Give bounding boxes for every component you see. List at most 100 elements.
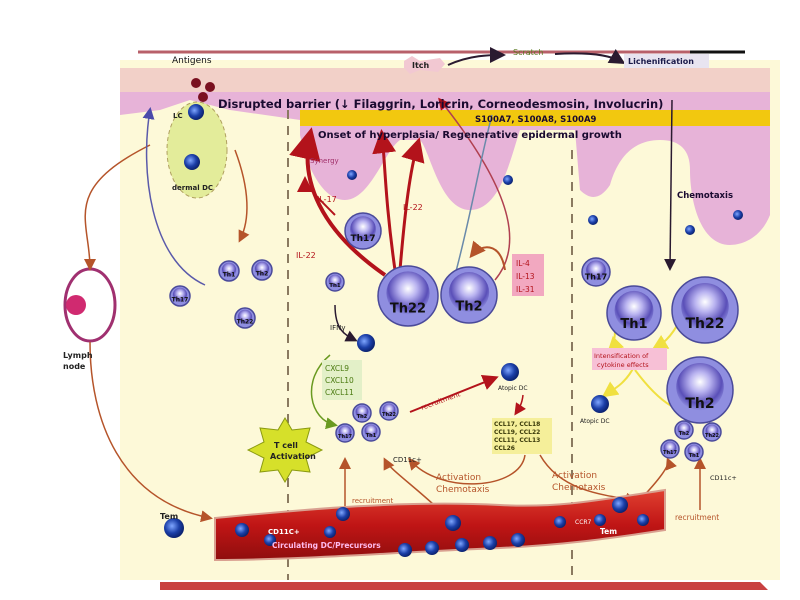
t-cell-nucleus xyxy=(328,274,342,288)
activation-label-1a: Activation xyxy=(436,473,481,483)
lymph-node-dc xyxy=(66,295,86,315)
arrow-itch-scratch xyxy=(447,47,506,66)
il31-label: IL-31 xyxy=(516,285,535,294)
ccl-label-1: CCL17, CCL18 xyxy=(494,421,540,428)
t-cell-label: Th1 xyxy=(329,283,341,289)
vessel-cell xyxy=(235,523,249,537)
t-cell-label: Th17 xyxy=(585,273,607,282)
t-cell-label: Th17 xyxy=(338,434,352,440)
il-box xyxy=(512,254,544,296)
ccl-box xyxy=(492,418,552,454)
il22-label-a: IL-22 xyxy=(403,203,423,212)
t-cell: Th17 xyxy=(660,439,680,459)
il22-label-b: IL-22 xyxy=(296,251,316,260)
intensification-label-1: Intensification of xyxy=(594,352,649,360)
arrow-cxcl xyxy=(310,354,338,430)
t-cell-label: Th2 xyxy=(256,271,269,278)
arrow-back-to-lc xyxy=(142,107,206,286)
s100-label: S100A7, S100A8, S100A9 xyxy=(475,115,597,125)
arrow-recruitment-atopic-dc xyxy=(409,375,499,413)
vessel-ccr-label: CCR7 xyxy=(575,519,592,526)
t-cell-nucleus xyxy=(677,422,691,436)
t-cell: Th22 xyxy=(234,307,256,329)
dermal-dc-label: dermal DC xyxy=(172,184,213,192)
t-cell: Th1 xyxy=(361,422,381,442)
langerhans-cell xyxy=(188,104,204,120)
t-cell-nucleus xyxy=(705,424,719,438)
vessel-cell xyxy=(637,514,649,526)
synergy-label: Synergy xyxy=(310,157,339,165)
t-cell: Th17 xyxy=(581,257,611,287)
arrow-scratch-lichenification xyxy=(554,49,626,65)
ifn-label: IFNγ xyxy=(330,324,345,332)
cxcl-box xyxy=(322,360,362,400)
arrow-il22-right xyxy=(398,137,425,271)
intensification-box xyxy=(592,348,667,370)
t-cell-nucleus xyxy=(681,282,729,331)
dermal-dc-cell xyxy=(184,154,200,170)
arrow-il17 xyxy=(297,176,336,216)
epidermal-cell xyxy=(733,210,743,220)
t-cell-label: Th1 xyxy=(223,272,236,279)
t-cell-label: Th22 xyxy=(382,412,396,418)
t-cell-activation-label-2: Activation xyxy=(270,452,316,461)
t-cell-nucleus xyxy=(687,444,701,458)
il17-label: IL-17 xyxy=(317,195,337,204)
t-cell-nucleus xyxy=(448,272,490,313)
arrow-il22-synergy xyxy=(289,127,387,277)
epidermis xyxy=(120,92,770,245)
t-cell-label: Th2 xyxy=(685,396,714,412)
arrow-atopic-dc-ccl xyxy=(514,394,526,416)
tem-label-left: Tem xyxy=(160,512,178,521)
arrow-lymph-to-vessel xyxy=(89,341,213,523)
t-cell: Th2 xyxy=(352,403,372,423)
vessel-circulating-label: Circulating DC/Precursors xyxy=(272,541,381,550)
t-cell-label: Th22 xyxy=(237,319,254,326)
arrow-il31-itch xyxy=(438,97,511,281)
t-cell-label: Th17 xyxy=(172,297,189,304)
vessel-cell xyxy=(264,534,276,546)
activation-label-2a: Activation xyxy=(552,471,597,481)
t-cell-nucleus xyxy=(355,405,369,419)
atopic-dc-cell xyxy=(501,363,519,381)
arrow-chemotaxis xyxy=(664,99,677,271)
t-cell-nucleus xyxy=(614,290,654,330)
t-cell-nucleus xyxy=(172,287,188,303)
t-cell: Th1 xyxy=(606,285,662,341)
tem-cell-left xyxy=(164,518,184,538)
t-cell-label: Th2 xyxy=(357,414,368,420)
vessel-cell xyxy=(554,516,566,528)
t-cell: Th1 xyxy=(684,442,704,462)
vessel-cell xyxy=(483,536,497,550)
il13-label: IL-13 xyxy=(516,272,535,281)
lymph-label-2: node xyxy=(63,362,86,371)
t-cell-nucleus xyxy=(338,425,352,439)
bottom-gradient-bar xyxy=(160,582,768,590)
vessel-cell xyxy=(455,538,469,552)
hyperplasia-label: Onset of hyperplasia/ Regenerative epide… xyxy=(318,130,622,141)
dc-cell xyxy=(357,334,375,352)
t-cell-nucleus xyxy=(350,216,376,243)
scratch-label: Scratch xyxy=(513,48,543,57)
arrow-dc-to-th xyxy=(234,149,250,243)
ccl-label-4: CCL26 xyxy=(494,445,515,452)
tem-cell xyxy=(445,515,461,531)
t-cell: Th17 xyxy=(344,212,382,250)
t-cell-label: Th22 xyxy=(390,302,426,317)
t-cell: Th1 xyxy=(218,260,240,282)
stratum-corneum xyxy=(120,68,770,94)
t-cell: Th2 xyxy=(666,356,734,424)
activation-label-1b: Chemotaxis xyxy=(436,485,490,495)
t-cell: Th22 xyxy=(702,422,722,442)
cd11c-label-right: CD11c+ xyxy=(710,474,737,482)
t-cell-label: Th2 xyxy=(455,299,482,314)
t-cell-nucleus xyxy=(254,261,270,277)
t-cell: Th2 xyxy=(251,259,273,281)
t-cell-nucleus xyxy=(386,271,430,315)
t-cell: Th17 xyxy=(335,423,355,443)
recruitment-label-right: recruitment xyxy=(675,513,719,522)
intensification-label-2: cytokine effects xyxy=(597,361,649,369)
epidermal-cell xyxy=(685,225,695,235)
t-cell-label: Th1 xyxy=(689,453,700,459)
